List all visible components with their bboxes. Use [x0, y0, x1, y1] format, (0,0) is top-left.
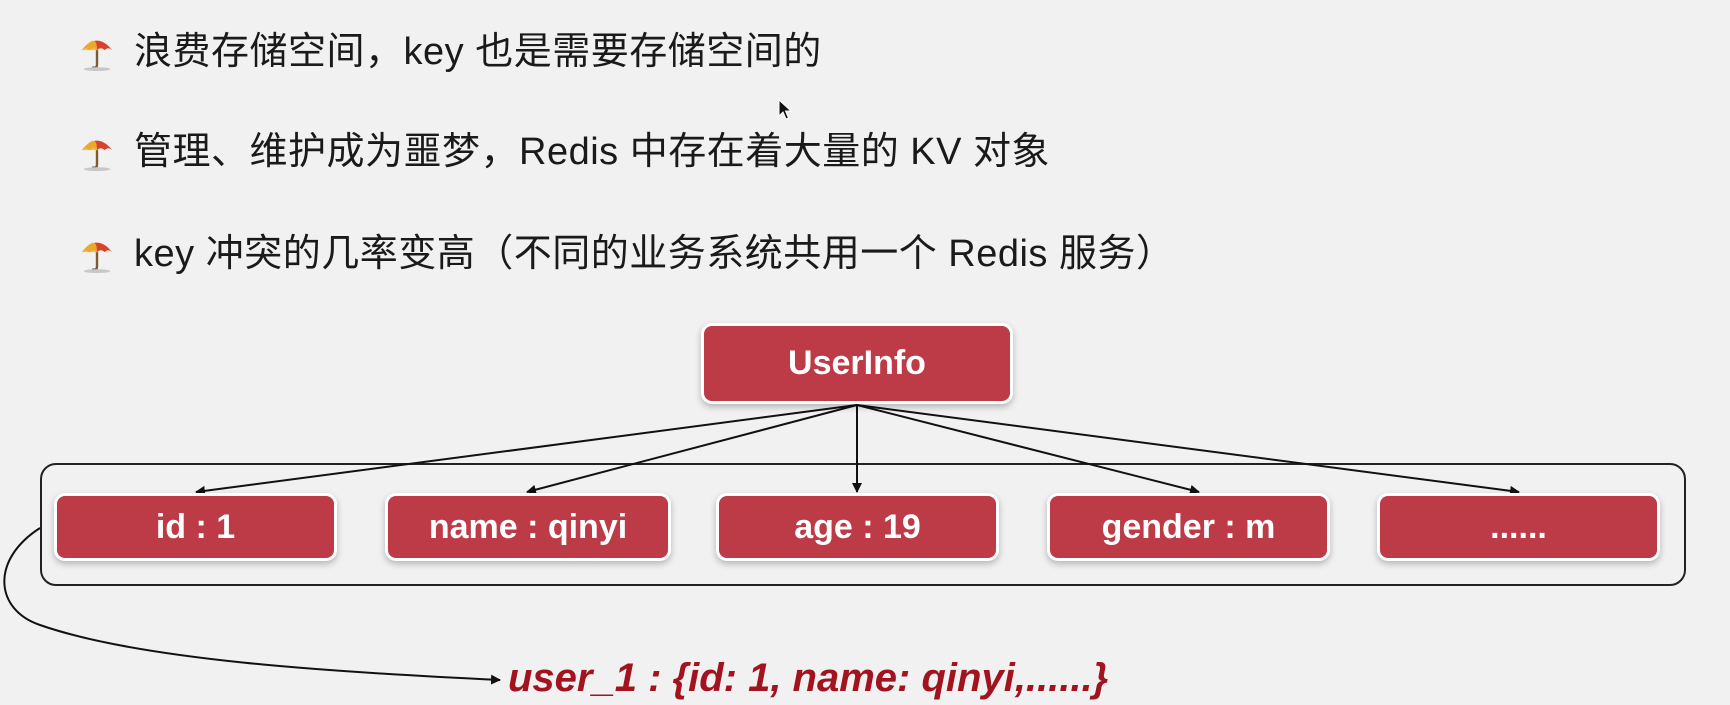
field-node: age : 19 — [719, 496, 996, 558]
mouse-pointer-icon — [778, 99, 792, 120]
field-node: ...... — [1380, 496, 1657, 558]
bullet-text: 浪费存储空间，key 也是需要存储空间的 — [134, 31, 822, 73]
bullet-text: 管理、维护成为噩梦，Redis 中存在着大量的 KV 对象 — [134, 131, 1051, 173]
umbrella-icon — [81, 40, 113, 71]
bullet-item: key 冲突的几率变高（不同的业务系统共用一个 Redis 服务） — [78, 232, 1174, 276]
field-node: name : qinyi — [388, 496, 668, 558]
field-node: id : 1 — [57, 496, 334, 558]
umbrella-icon — [81, 242, 113, 273]
bullet-item: 浪费存储空间，key 也是需要存储空间的 — [78, 30, 822, 74]
bullet-text: key 冲突的几率变高（不同的业务系统共用一个 Redis 服务） — [134, 233, 1175, 275]
field-node: gender : m — [1050, 496, 1327, 558]
root-node: UserInfo — [704, 326, 1010, 401]
umbrella-icon — [81, 140, 113, 171]
bullet-item: 管理、维护成为噩梦，Redis 中存在着大量的 KV 对象 — [78, 130, 1050, 174]
serialized-value-label: user_1 : {id: 1, name: qinyi,......} — [508, 656, 1109, 700]
